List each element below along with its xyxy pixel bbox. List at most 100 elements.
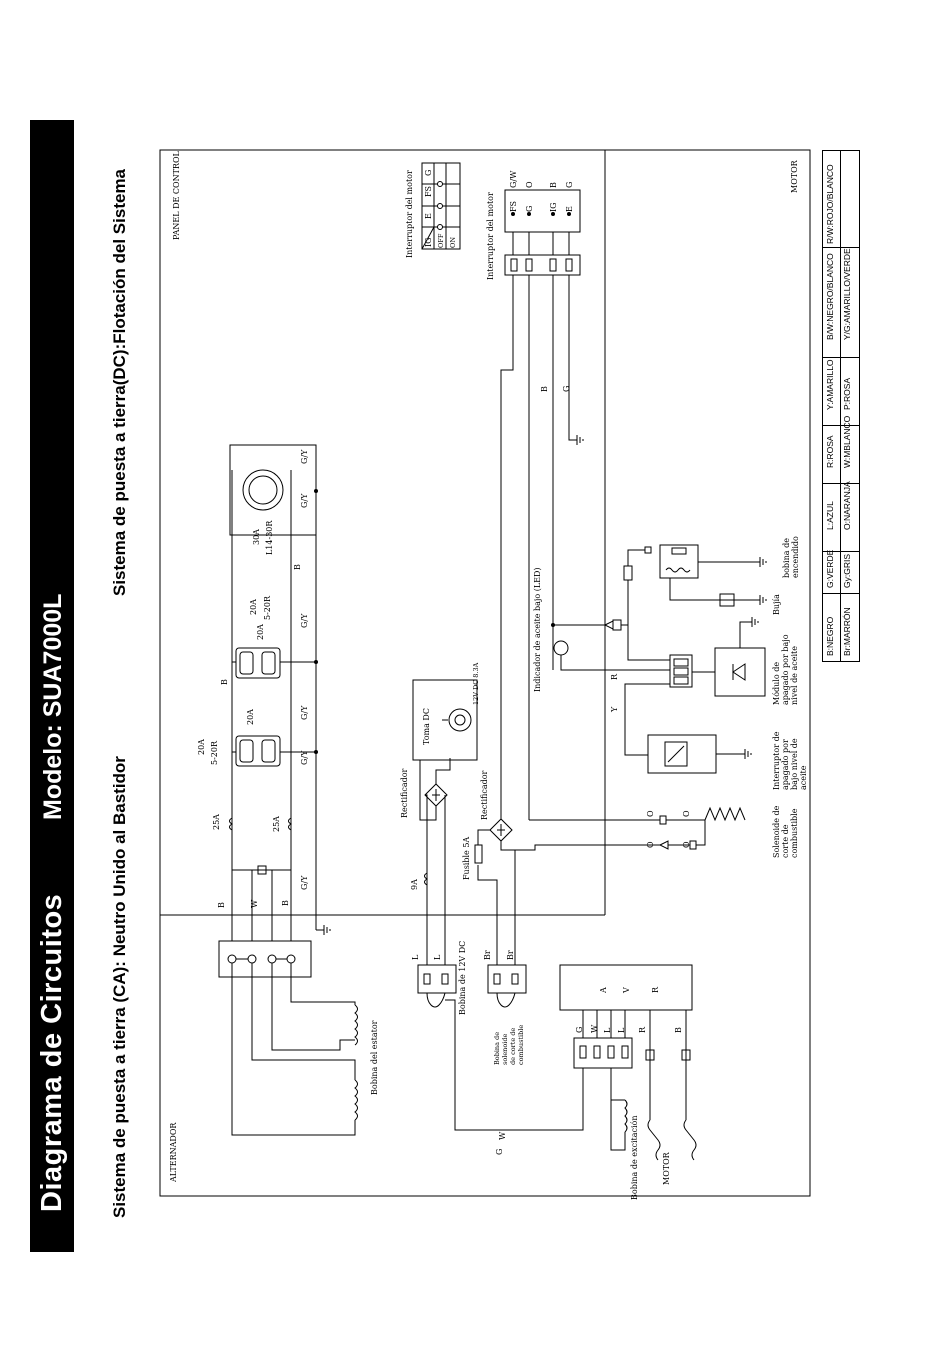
- wire-label-gy2: G/Y: [300, 750, 309, 765]
- rating-20a-2-type: 5-20R: [263, 596, 272, 620]
- wire-label-r1: R: [638, 1026, 647, 1033]
- ignition-coil: [659, 544, 699, 579]
- rating-30a-type: L14-30R: [265, 520, 274, 555]
- legend-rosa: R:ROSA: [825, 435, 835, 468]
- label-engine-switch-2: Interruptor del motor: [486, 192, 495, 280]
- legend-negro: B:NEGRO: [825, 616, 835, 656]
- label-12v-coil: Bobina de 12V DC: [458, 940, 467, 1015]
- label-motor-top: MOTOR: [790, 160, 799, 193]
- oil-led: [553, 640, 569, 656]
- wire-label-b2: B: [281, 900, 290, 906]
- label-oil-module: Módulo de apagado por bajo nivel de acei…: [772, 634, 799, 705]
- switch-header-fs: FS: [424, 185, 433, 197]
- wire-label-gw: G/W: [509, 170, 518, 188]
- rectifier-1: [424, 783, 448, 807]
- switch-row-on: ON: [449, 236, 457, 248]
- label-rectifier-2: Rectificador: [480, 770, 489, 820]
- legend-negro-blanco: B/W:NEGRO/BLANCO: [825, 253, 835, 340]
- fuse-5a: [474, 844, 483, 864]
- wire-label-b6: B: [549, 182, 558, 188]
- switch-header-ig: IG: [424, 237, 433, 247]
- wire-label-l4: L: [617, 1027, 626, 1033]
- switch-header-g: G: [424, 169, 433, 176]
- solenoid-coil-connector: [487, 964, 527, 994]
- rating-25a-1: 25A: [212, 814, 221, 830]
- label-oil-led: Indicador de aceite bajo (LED): [533, 567, 542, 692]
- legend-rosa-p: P:ROSA: [842, 377, 852, 410]
- wire-label-gy4: G/Y: [300, 613, 309, 628]
- wire-label-b5: B: [674, 1027, 683, 1033]
- receptacle-20a-2: [235, 647, 281, 679]
- wire-label-ig: IG: [549, 202, 558, 212]
- breaker-9a: [424, 872, 428, 886]
- engine-switch: [504, 189, 581, 233]
- wire-label-g4: G: [525, 205, 534, 212]
- title-bar: [30, 120, 74, 1252]
- oil-module-connector: [669, 654, 693, 688]
- wire-label-gy1: G/Y: [300, 875, 309, 890]
- output-terminal-block: [218, 940, 312, 978]
- switch-row-off: OFF: [437, 233, 445, 248]
- wire-label-fs: FS: [509, 200, 518, 212]
- wire-label-g: G: [575, 1026, 584, 1033]
- rating-20a-1-type: 5-20R: [210, 741, 219, 765]
- legend-gris: Gy:GRIS: [842, 553, 852, 588]
- label-dc-socket: Toma DC: [422, 708, 431, 745]
- wire-label-v: V: [622, 987, 631, 993]
- wire-label-gy5: G/Y: [300, 493, 309, 508]
- wire-label-o2: O: [646, 810, 655, 817]
- legend-rojo-blanco: R/W:ROJO/BLANCO: [825, 164, 835, 244]
- wire-label-l1: L: [411, 954, 420, 960]
- rating-20a-1: 20A: [197, 739, 206, 755]
- breaker-25a-2: [288, 817, 292, 831]
- wire-label-g5: G: [562, 385, 571, 392]
- wire-label-g3: G: [565, 181, 574, 188]
- legend-marron: Br:MARRÓN: [842, 607, 852, 656]
- wire-label-g2: G: [495, 1148, 504, 1155]
- wire-label-b1: B: [217, 902, 226, 908]
- avr-module: [559, 964, 693, 1011]
- label-spark-plug: Bujía: [772, 594, 781, 615]
- label-excitation: Bobina de excitación: [630, 1115, 639, 1200]
- avr-connector: [573, 1037, 633, 1069]
- wire-label-e: E: [565, 206, 574, 212]
- wire-label-r3: R: [610, 673, 619, 680]
- wire-label-gy6: G/Y: [300, 449, 309, 464]
- rating-30a: 30A: [252, 529, 261, 545]
- legend-blanco: W:MBLANCO: [842, 415, 852, 468]
- legend-azul: L:AZUL: [825, 501, 835, 530]
- wire-label-b4: B: [220, 679, 229, 685]
- rating-20a-4: 20A: [256, 624, 265, 640]
- wire-label-l2: L: [433, 954, 442, 960]
- legend-naranja: O:NARANJA: [842, 481, 852, 530]
- rating-25a-2: 25A: [272, 816, 281, 832]
- legend-amarillo: Y:AMARILLO: [825, 359, 835, 410]
- wire-label-o3: O: [646, 841, 655, 848]
- engine-switch-connector: [504, 254, 581, 276]
- color-legend: [822, 150, 860, 662]
- fuel-solenoid: [704, 806, 746, 822]
- wire-label-w1: W: [250, 899, 259, 908]
- motor-lead-2: [683, 1119, 697, 1161]
- label-oil-switch: Interruptor de apagado por bajo nivel de…: [772, 731, 808, 790]
- wire-label-w2: W: [590, 1024, 599, 1033]
- dc-coil-connector: [417, 964, 457, 994]
- wire-label-w3: W: [498, 1131, 507, 1140]
- wire-label-b7: B: [540, 386, 549, 392]
- wire-label-gy3: G/Y: [300, 705, 309, 720]
- stator-coil-1: [354, 1004, 358, 1046]
- wire-label-o4: O: [682, 810, 691, 817]
- wire-label-br1: Br: [483, 950, 492, 960]
- wire-label-r2: R: [651, 986, 660, 993]
- label-rectifier-1: Rectificador: [400, 768, 409, 818]
- label-motor-bottom: MOTOR: [662, 1152, 671, 1185]
- wire-label-br2: Br: [506, 950, 515, 960]
- wire-label-l3: L: [603, 1027, 612, 1033]
- wire-label-b3: B: [293, 564, 302, 570]
- label-panel: PANEL DE CONTROL: [172, 151, 181, 240]
- dc-socket-frame: [412, 679, 478, 761]
- receptacle-30a-frame: [229, 444, 317, 536]
- rating-20a-3: 20A: [246, 709, 255, 725]
- label-alternador: ALTERNADOR: [169, 1122, 178, 1182]
